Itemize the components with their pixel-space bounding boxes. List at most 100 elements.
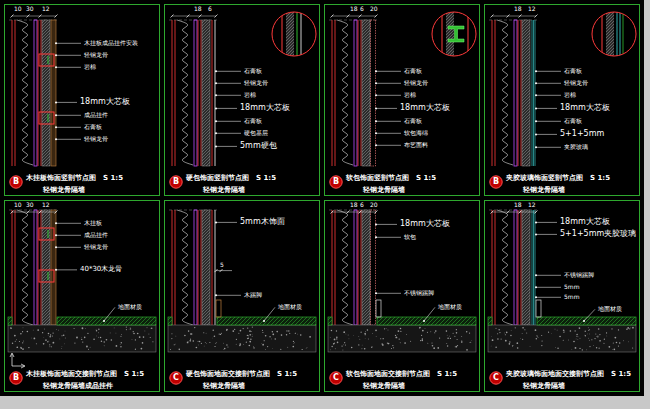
concrete-speckle [342, 349, 344, 351]
concrete-speckle [32, 329, 34, 331]
concrete-speckle [214, 346, 216, 348]
leader-dot [375, 70, 377, 72]
steel-stud [194, 20, 197, 166]
title-row: 夹胶玻璃饰面地面交接剖节点图S 1:5 [506, 370, 631, 378]
concrete-speckle [606, 335, 608, 337]
concrete-speckle [247, 327, 248, 328]
concrete-speckle [215, 342, 217, 344]
leader-line [536, 108, 557, 109]
wall-section [328, 210, 476, 352]
concrete-speckle [461, 335, 463, 337]
dimension-text: 6 [360, 6, 364, 13]
concrete-speckle [128, 328, 130, 330]
concrete-speckle [27, 331, 29, 333]
rock-wool [177, 210, 193, 325]
leader-dot [375, 292, 377, 294]
concrete-speckle [420, 340, 421, 341]
hanger-clip [48, 230, 49, 238]
leader-line [536, 147, 561, 148]
concrete-speckle [115, 332, 117, 334]
material-label: 软包海绵 [404, 130, 428, 137]
leader-dot [535, 296, 537, 298]
drawing-panel: 木挂板饰面竖剖节点图S 1:5轻钢龙骨隔墙B [4, 4, 160, 196]
material-label: 木踢脚 [244, 292, 262, 299]
leader-dot [375, 132, 377, 134]
hard-pack-face [215, 20, 216, 166]
dimension-text: 10 [14, 202, 22, 209]
drawing-title: 软包饰面竖剖节点图 [346, 174, 409, 182]
concrete-speckle [243, 343, 245, 345]
concrete-speckle [22, 331, 23, 332]
leader-line [376, 95, 401, 96]
concrete-speckle [144, 330, 146, 332]
badge-circle [489, 371, 503, 385]
concrete-speckle [109, 332, 111, 334]
concrete-speckle [93, 338, 95, 340]
leader-dot [375, 82, 377, 84]
concrete-speckle [234, 329, 235, 330]
hanger-clip [48, 272, 49, 280]
material-label: 不锈钢踢脚 [564, 272, 594, 279]
leader-line [216, 146, 237, 147]
concrete-speckle [576, 336, 577, 337]
concrete-speckle [47, 341, 48, 342]
concrete-speckle [505, 340, 507, 342]
steel-stud [34, 20, 37, 166]
concrete-speckle [453, 333, 454, 334]
concrete-speckle [344, 342, 345, 343]
glass-layer [533, 20, 534, 166]
concrete-speckle [367, 329, 369, 331]
concrete-speckle [61, 335, 62, 336]
dimension-tick [359, 211, 362, 214]
leader-dot [215, 221, 217, 223]
material-label: 18mm大芯板 [240, 104, 290, 113]
concrete-speckle [570, 330, 572, 332]
concrete-speckle [497, 338, 499, 340]
drawing-title: 硬包饰面地面交接剖节点图 [186, 370, 270, 378]
concrete-speckle [589, 346, 590, 347]
concrete-speckle [84, 328, 86, 330]
detail-zoom [602, 12, 623, 56]
concrete-speckle [375, 330, 377, 332]
detail-letter: B [493, 178, 499, 186]
concrete-speckle [194, 327, 195, 328]
concrete-speckle [361, 344, 363, 346]
wood-panel [51, 20, 56, 166]
leader-line [56, 235, 81, 236]
leader-dot [55, 138, 57, 140]
concrete-speckle [135, 349, 136, 350]
hanger-clip [48, 114, 49, 122]
blockboard [42, 210, 50, 325]
dimension-line [172, 16, 216, 17]
rock-wool [17, 20, 33, 165]
dimension-line [12, 212, 56, 213]
concrete-speckle [22, 327, 24, 329]
leader-dot [535, 286, 537, 288]
badge-ring [10, 372, 22, 384]
zoom-layer [620, 12, 621, 56]
concrete-speckle [247, 335, 248, 336]
drawing-subtitle: 轻钢龙骨隔墙 [363, 186, 405, 194]
concrete-speckle [612, 349, 614, 351]
concrete-speckle [397, 337, 399, 339]
detail-zoom [282, 12, 301, 56]
concrete-speckle [506, 332, 508, 334]
concrete-speckle [613, 342, 614, 343]
concrete-speckle [139, 336, 141, 338]
concrete-speckle [227, 346, 228, 347]
concrete-speckle [251, 333, 253, 335]
concrete-speckle [137, 333, 139, 335]
concrete-speckle [529, 346, 531, 348]
detail-letter: C [333, 374, 339, 382]
concrete-speckle [36, 343, 37, 344]
concrete-speckle [133, 331, 134, 332]
concrete-speckle [341, 345, 342, 346]
concrete-speckle [101, 340, 102, 341]
material-label: 岩棉 [564, 92, 576, 99]
concrete-speckle [82, 327, 84, 329]
concrete-speckle [20, 333, 22, 335]
steel-stud [34, 210, 37, 325]
material-label: 布艺面料 [404, 142, 428, 149]
concrete-speckle [103, 345, 105, 347]
leader-line [536, 287, 561, 288]
